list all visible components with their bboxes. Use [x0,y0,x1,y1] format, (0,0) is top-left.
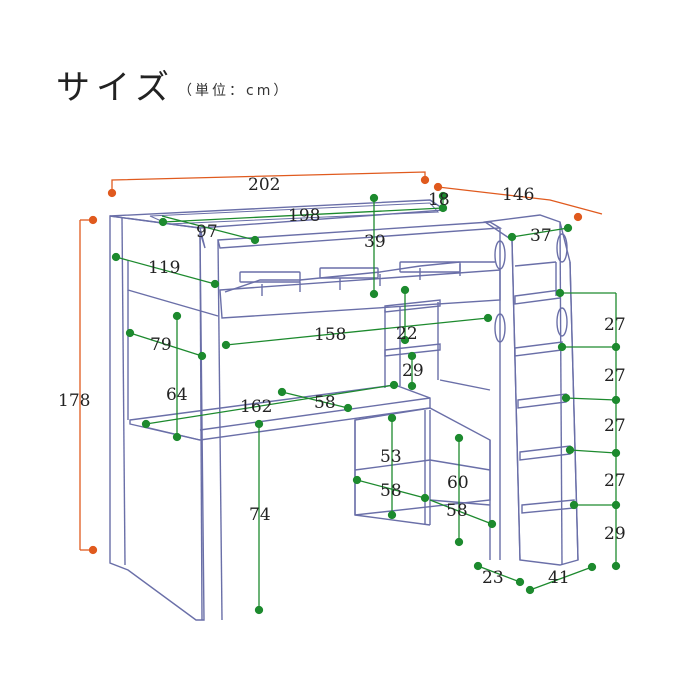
label-cabinet-depth-lower: 58 [446,501,468,521]
label-ladder-width: 37 [530,226,552,246]
label-desk-depth: 58 [314,393,336,413]
label-step-2: 27 [604,366,626,386]
label-step-bottom: 29 [604,524,626,544]
label-overall-depth: 146 [502,185,534,205]
label-bed-inner-depth: 97 [196,222,218,242]
label-ladder-base-depth: 41 [548,568,570,588]
overall-dimensions [79,171,603,555]
label-left-panel-depth: 79 [150,335,172,355]
label-left-side-depth: 119 [148,258,180,278]
label-cabinet-inner-height: 60 [447,473,469,493]
label-desk-height: 74 [249,505,271,525]
label-overall-width: 202 [248,175,280,195]
label-desk-length: 162 [240,397,272,417]
label-under-bed-height: 39 [364,232,386,252]
label-cabinet-depth: 58 [380,481,402,501]
detail-dimensions [111,191,621,615]
label-cabinet-height: 53 [380,447,402,467]
dimension-labels: 202 146 178 198 18 97 39 37 119 158 22 2… [58,175,626,588]
label-guard-inner-width: 198 [288,206,320,226]
label-overall-height: 178 [58,391,90,411]
label-ladder-base-gap: 23 [482,568,504,588]
label-step-4: 27 [604,471,626,491]
label-step-3: 27 [604,416,626,436]
unit-note: （単位：cm） [178,83,291,99]
label-step-1: 27 [604,315,626,335]
label-desk-to-bed: 64 [166,385,188,405]
label-guard-height: 18 [428,190,450,210]
label-shelf-to-desk: 29 [402,361,424,381]
label-desk-width: 158 [314,325,346,345]
label-shelf-gap: 22 [396,324,418,344]
page-title: サイズ [56,68,175,108]
